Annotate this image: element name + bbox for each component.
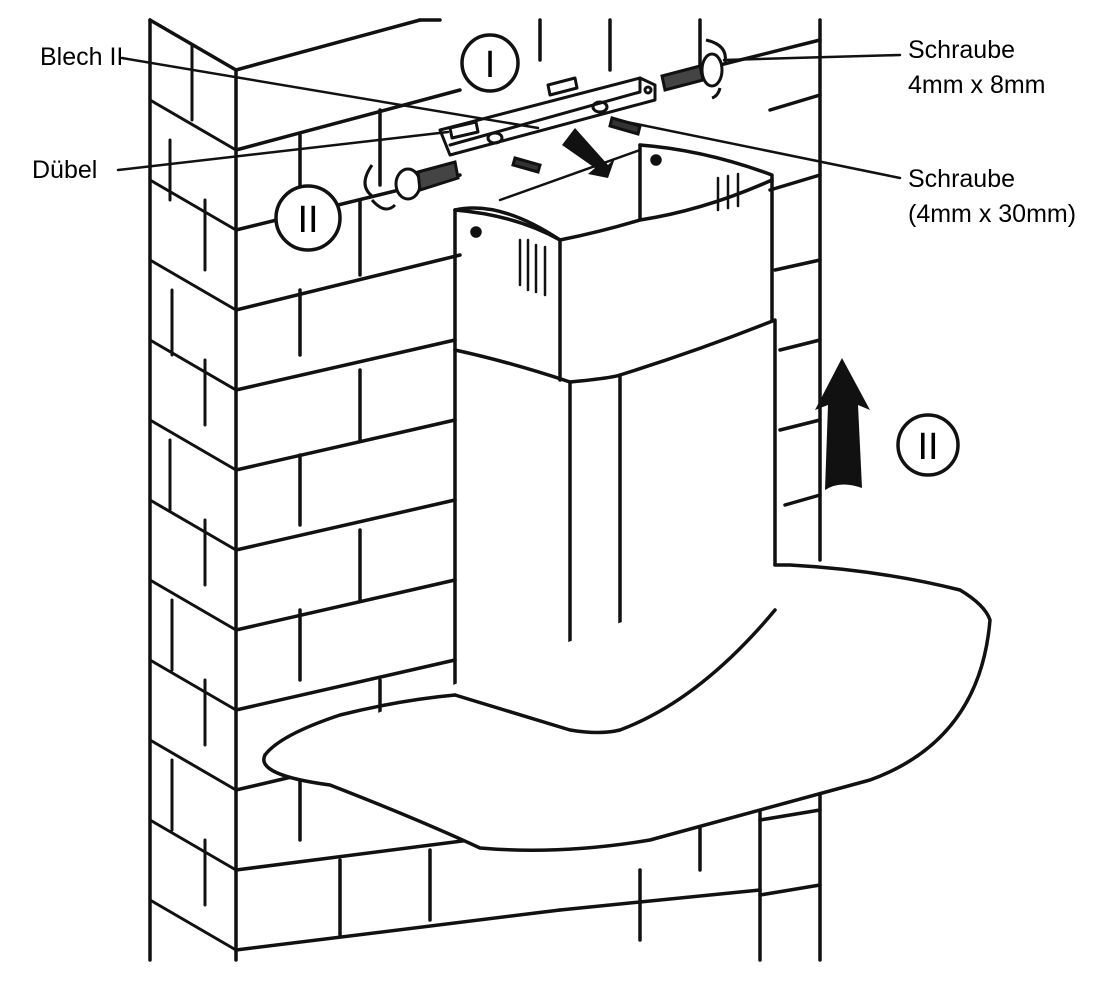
long-screw-left-icon (363, 160, 460, 211)
label-schraube-large-line1: Schraube (908, 165, 1015, 193)
label-schraube-large-line2: (4mm x 30mm) (908, 200, 1076, 228)
hood-canopy (262, 563, 992, 852)
leader-lines (116, 53, 902, 180)
step-label-left: II (297, 199, 318, 241)
mounting-bracket (438, 76, 657, 157)
up-arrow-icon (815, 358, 870, 490)
long-screw-icon (660, 38, 727, 100)
label-duebel: Dübel (32, 156, 97, 184)
step-circle-right: II (896, 413, 960, 477)
step-circle-left: II (274, 184, 342, 252)
lower-chimney (453, 318, 777, 732)
push-arrow-icon (562, 128, 615, 178)
dowel-icon (448, 76, 579, 140)
label-schraube-small-line2: 4mm x 8mm (908, 71, 1046, 99)
upper-chimney (453, 143, 774, 382)
step-label-top: I (485, 44, 496, 86)
label-schraube-small-line1: Schraube (908, 36, 1015, 64)
step-circle-top: I (460, 33, 520, 93)
step-label-right: II (917, 426, 938, 468)
label-blech: Blech II (40, 43, 123, 71)
